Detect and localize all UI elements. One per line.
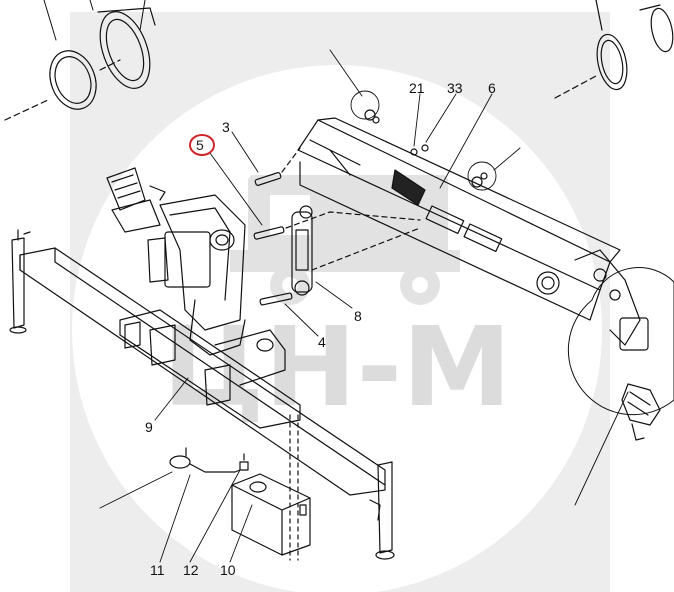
slewing-ring-upper bbox=[97, 7, 156, 89]
detail-circle-left bbox=[350, 90, 380, 120]
right-ring-axis bbox=[554, 75, 597, 99]
cylinder-axis bbox=[311, 227, 421, 271]
pin-cluster-boom-left-b bbox=[372, 116, 380, 124]
detail-circle-right bbox=[467, 161, 497, 191]
oil-tank-part-10 bbox=[231, 473, 311, 556]
callout-5: 5 bbox=[196, 137, 204, 153]
washer-21 bbox=[410, 148, 418, 156]
washer-33 bbox=[421, 144, 429, 152]
outrigger-right bbox=[369, 461, 395, 560]
sensor-part-12 bbox=[239, 453, 249, 471]
callout-12: 12 bbox=[183, 562, 199, 578]
callout-8: 8 bbox=[354, 308, 362, 324]
boom-part-6 bbox=[297, 117, 649, 351]
hook-detail-circle bbox=[567, 267, 674, 416]
pin-part-4 bbox=[259, 292, 293, 306]
lift-cylinder-part-8 bbox=[291, 205, 313, 296]
column-turret bbox=[147, 194, 246, 356]
highlight-ring bbox=[189, 134, 215, 156]
pin-part-5 bbox=[253, 226, 285, 240]
callout-6: 6 bbox=[488, 80, 496, 96]
ring-axis-left bbox=[4, 99, 49, 121]
base-frame-part-9 bbox=[19, 247, 386, 496]
callout-4: 4 bbox=[318, 334, 326, 350]
slewing-ring-lower bbox=[49, 50, 97, 110]
callout-33: 33 bbox=[447, 80, 463, 96]
ring-axis-right bbox=[99, 59, 121, 71]
callout-leaders bbox=[99, 49, 629, 563]
control-unit-part-11 bbox=[169, 447, 241, 473]
outrigger-left bbox=[9, 229, 31, 334]
callout-11: 11 bbox=[150, 562, 165, 578]
hook-block bbox=[621, 383, 661, 441]
pin-cluster-boom-right bbox=[471, 176, 483, 188]
callout-21: 21 bbox=[409, 80, 425, 96]
pin-5-axis bbox=[285, 211, 421, 229]
callout-10: 10 bbox=[220, 562, 236, 578]
callout-3: 3 bbox=[222, 119, 230, 135]
end-ring-right bbox=[595, 0, 674, 91]
pin-3-axis bbox=[281, 147, 301, 173]
pin-part-3 bbox=[254, 172, 282, 186]
pin-cluster-boom-right-b bbox=[480, 172, 488, 180]
ring-leader-lines bbox=[43, 0, 146, 41]
callout-9: 9 bbox=[145, 419, 153, 435]
operator-seat bbox=[106, 167, 166, 233]
